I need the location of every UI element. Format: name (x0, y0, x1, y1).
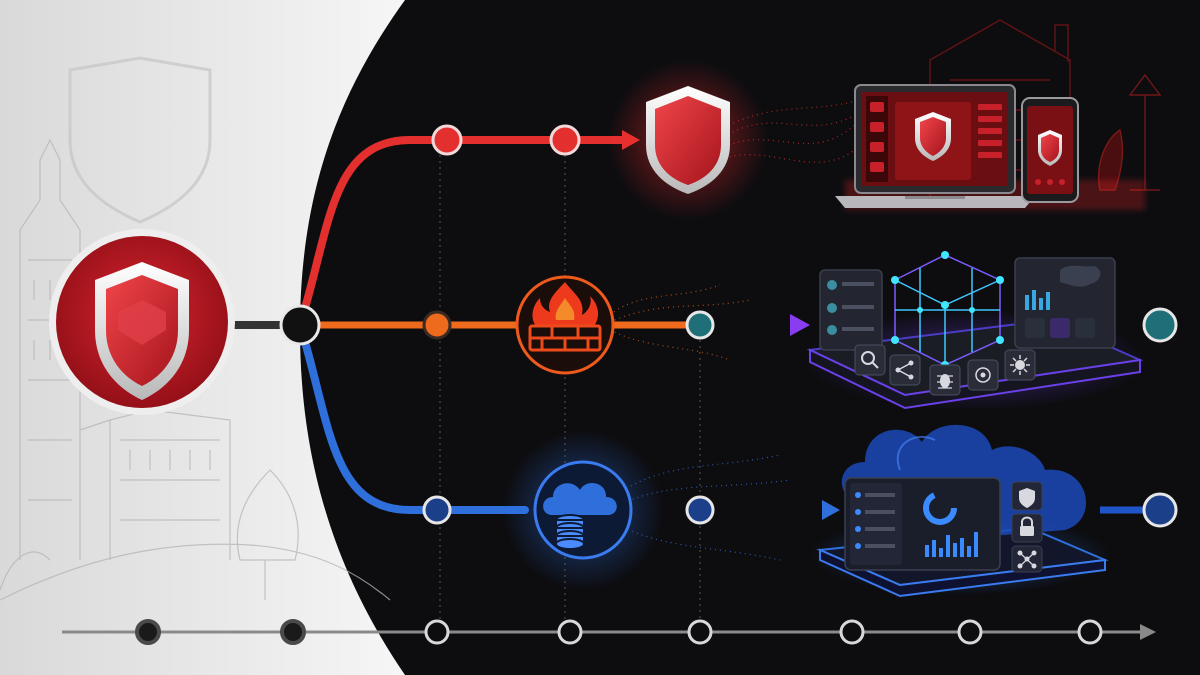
magnifier-icon (854, 344, 886, 376)
timeline-nodes (135, 619, 1103, 645)
phone (1021, 97, 1079, 203)
security-tiles (1011, 481, 1043, 573)
red-branch (296, 124, 640, 329)
firewall-badge (515, 275, 615, 375)
shield-icon (95, 262, 189, 400)
network-nodes-icon (1011, 545, 1043, 573)
blue-path-arrowhead (822, 500, 840, 520)
blue-branch-end-node (1142, 492, 1178, 528)
university-building-sketch (0, 56, 391, 601)
vertical-guides (439, 155, 701, 620)
firewall-icon (528, 282, 602, 352)
blue-path-a (296, 321, 529, 514)
target-icon (967, 359, 999, 391)
orange-particle-stream (609, 284, 751, 361)
shield-icon (646, 86, 730, 194)
junction-node (279, 304, 321, 346)
cloud-dashboard-illustration (810, 424, 1110, 598)
teal-waypoint (685, 310, 715, 340)
network-dashboard-illustration (805, 251, 1145, 410)
cloud-database-badge (503, 430, 663, 590)
blue-waypoint-2 (685, 495, 715, 525)
network-cube (891, 251, 1004, 369)
red-path (296, 136, 632, 329)
laptop (835, 84, 1035, 208)
red-particle-stream (719, 89, 881, 163)
laptop-and-phone-protection-illustration (835, 84, 1145, 210)
timeline-node-1 (135, 619, 161, 645)
timeline (62, 619, 1156, 645)
purple-path-arrowhead (790, 314, 810, 336)
timeline-node-8 (1077, 619, 1103, 645)
timeline-node-5 (687, 619, 713, 645)
red-branch-shield (608, 60, 768, 220)
orange-branch-end-node (1142, 307, 1178, 343)
timeline-node-3 (424, 619, 450, 645)
timeline-node-4 (557, 619, 583, 645)
red-waypoint-1 (431, 124, 463, 156)
timeline-node-6 (839, 619, 865, 645)
cloud-database-icon (543, 482, 617, 550)
timeline-node-2 (280, 619, 306, 645)
orange-waypoint-1 (422, 310, 452, 340)
red-waypoint-2 (549, 124, 581, 156)
right-dashboard-panel (1014, 257, 1116, 349)
bug-icon (929, 364, 961, 396)
timeline-node-7 (957, 619, 983, 645)
virus-icon (1004, 349, 1036, 381)
orange-branch (300, 307, 1178, 343)
left-panel (819, 269, 883, 351)
share-icon (889, 354, 921, 386)
hub-shield-badge (49, 229, 235, 415)
shield-icon (1011, 481, 1043, 511)
lock-icon (1011, 513, 1043, 543)
donut-chart (923, 491, 957, 525)
tool-tiles (854, 344, 1036, 396)
blue-waypoint-1 (422, 495, 452, 525)
cloud-dashboard-panel (844, 477, 1001, 571)
timeline-arrowhead (1140, 624, 1156, 640)
